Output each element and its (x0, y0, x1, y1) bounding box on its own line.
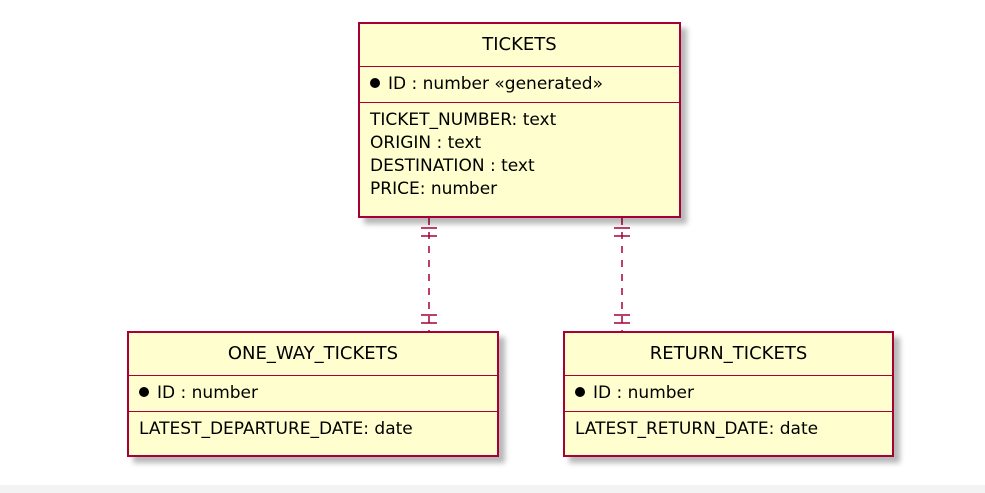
key-bullet-icon (370, 78, 380, 88)
entity-attributes: LATEST_DEPARTURE_DATE: date (129, 412, 497, 445)
entity-title: ONE_WAY_TICKETS (129, 333, 497, 376)
key-label: ID : number «generated» (388, 74, 603, 94)
key-label: ID : number (593, 383, 694, 403)
entity-attributes: TICKET_NUMBER: text ORIGIN : text DESTIN… (360, 103, 679, 205)
entity-primary-key: ID : number (129, 376, 497, 412)
entity-title: TICKETS (360, 24, 679, 67)
key-bullet-icon (575, 387, 585, 397)
attribute: DESTINATION : text (370, 156, 535, 176)
attribute: LATEST_RETURN_DATE: date (575, 419, 819, 439)
entity-primary-key: ID : number (565, 376, 892, 412)
entity-return-tickets[interactable]: RETURN_TICKETS ID : number LATEST_RETURN… (563, 331, 894, 457)
attribute: PRICE: number (370, 179, 498, 199)
entity-tickets[interactable]: TICKETS ID : number «generated» TICKET_N… (358, 22, 681, 218)
attribute: ORIGIN : text (370, 133, 482, 153)
key-bullet-icon (139, 387, 149, 397)
key-label: ID : number (157, 383, 258, 403)
entity-title: RETURN_TICKETS (565, 333, 892, 376)
attribute: TICKET_NUMBER: text (370, 110, 557, 130)
entity-attributes: LATEST_RETURN_DATE: date (565, 412, 892, 445)
attribute: LATEST_DEPARTURE_DATE: date (139, 419, 413, 439)
relationship-tickets-return (614, 218, 630, 331)
bottom-strip (0, 485, 985, 493)
entity-one-way-tickets[interactable]: ONE_WAY_TICKETS ID : number LATEST_DEPAR… (127, 331, 499, 457)
entity-primary-key: ID : number «generated» (360, 67, 679, 103)
relationship-tickets-one-way (421, 218, 437, 331)
